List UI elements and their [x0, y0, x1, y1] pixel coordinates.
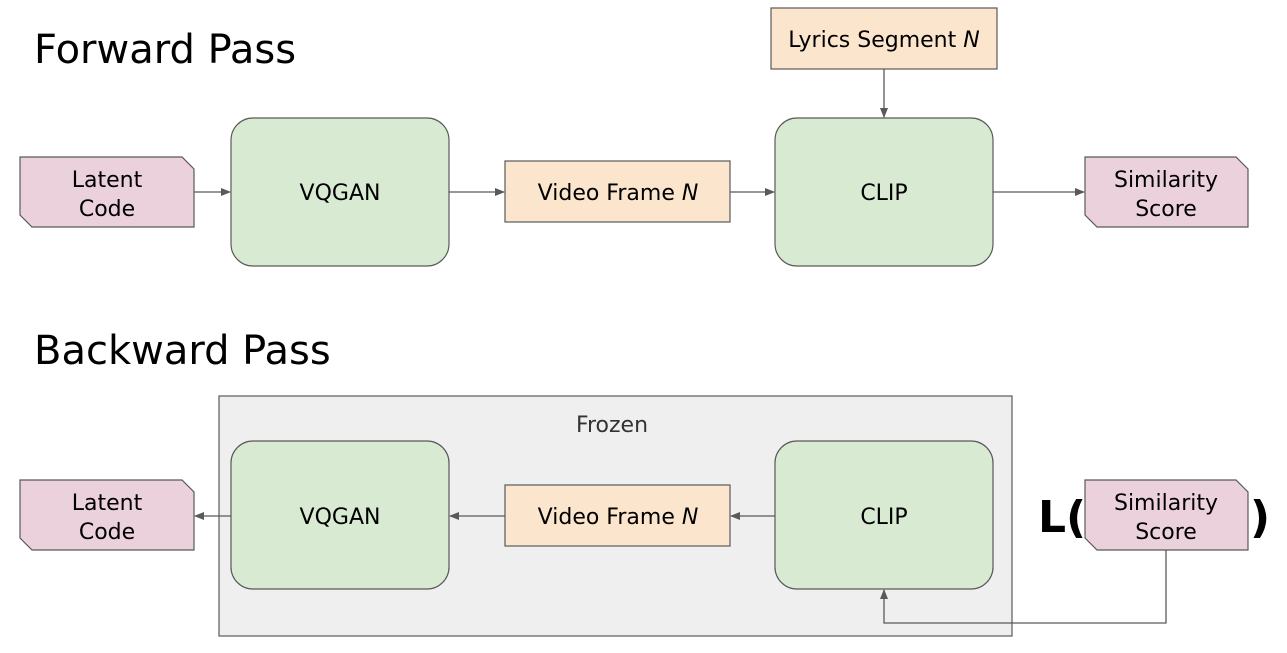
backward-similarity-score-label-line1: Similarity	[1114, 491, 1218, 516]
arrow-similarity-to-clip	[880, 550, 1167, 624]
loss-expression: L( Similarity Score )	[1038, 479, 1270, 551]
backward-video-frame-node: Video Frame N	[504, 484, 731, 547]
forward-similarity-score-label-line2: Score	[1135, 197, 1197, 222]
backward-vqgan-node: VQGAN	[230, 440, 450, 590]
forward-video-frame-var: N	[682, 181, 698, 206]
forward-video-frame-label: Video Frame N	[538, 181, 699, 206]
forward-vqgan-node: VQGAN	[230, 117, 450, 267]
backward-similarity-score-label-line2: Score	[1135, 520, 1197, 545]
backward-video-frame-var: N	[682, 505, 698, 530]
forward-latent-code-label-line1: Latent	[72, 168, 143, 193]
backward-vqgan-label: VQGAN	[300, 505, 381, 530]
backward-video-frame-label: Video Frame N	[538, 505, 699, 530]
forward-similarity-score-node: Similarity Score	[1084, 156, 1249, 228]
backward-latent-code-node: Latent Code	[19, 479, 195, 551]
backward-latent-code-label-line1: Latent	[72, 491, 143, 516]
forward-lyrics-segment-label: Lyrics Segment N	[788, 28, 979, 53]
forward-vqgan-label: VQGAN	[300, 181, 381, 206]
forward-similarity-score-label-line1: Similarity	[1114, 168, 1218, 193]
forward-latent-code-label-line2: Code	[79, 197, 135, 222]
frozen-label: Frozen	[576, 413, 648, 438]
forward-pass-title: Forward Pass	[34, 27, 296, 73]
loss-open-paren: L(	[1038, 492, 1086, 543]
forward-video-frame-node: Video Frame N	[504, 160, 731, 223]
forward-clip-node: CLIP	[774, 117, 994, 267]
forward-clip-label: CLIP	[860, 181, 907, 206]
loss-close-paren: )	[1250, 492, 1270, 543]
backward-latent-code-label-line2: Code	[79, 520, 135, 545]
forward-latent-code-node: Latent Code	[19, 156, 195, 228]
forward-lyrics-segment-node: Lyrics Segment N	[770, 7, 998, 70]
backward-pass-title: Backward Pass	[34, 328, 331, 374]
backward-clip-label: CLIP	[860, 505, 907, 530]
backward-clip-node: CLIP	[774, 440, 994, 590]
backward-similarity-score-node	[1084, 479, 1249, 551]
forward-lyrics-segment-var: N	[963, 28, 979, 53]
